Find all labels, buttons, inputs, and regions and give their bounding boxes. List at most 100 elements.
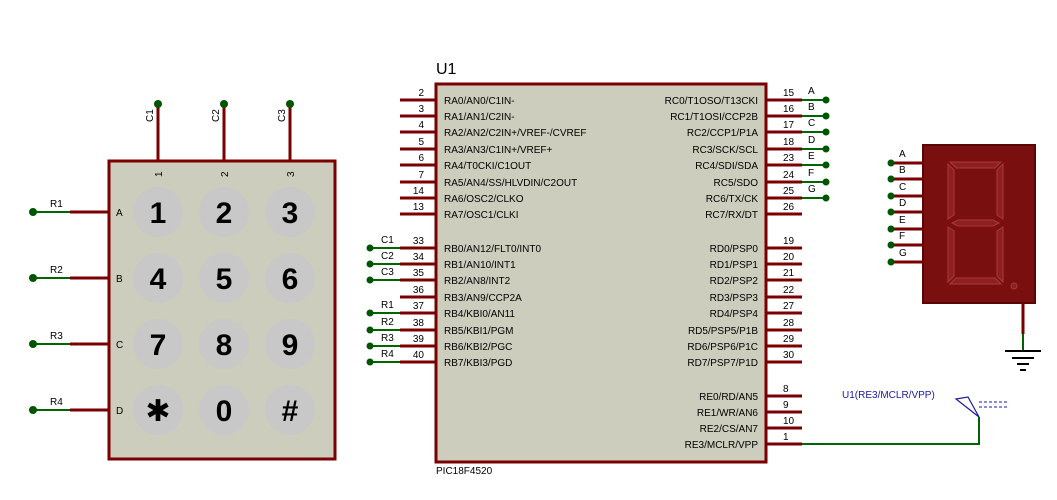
display-terminal-a[interactable] bbox=[887, 159, 895, 167]
key-0-cap[interactable] bbox=[199, 385, 249, 435]
display-label-f: F bbox=[899, 231, 905, 242]
mclr-wire bbox=[802, 417, 980, 445]
mcu-pinlabel-rd7: RD7/PSP7/P1D bbox=[687, 358, 758, 369]
key-3-cap[interactable] bbox=[265, 187, 315, 237]
key-star-cap[interactable] bbox=[133, 385, 183, 435]
net-terminal-c2[interactable] bbox=[366, 260, 374, 268]
net-label-c1: C1 bbox=[381, 235, 394, 246]
key-3[interactable]: 3 bbox=[265, 187, 315, 237]
key-star[interactable]: ✱ bbox=[133, 385, 183, 435]
key-6[interactable]: 6 bbox=[265, 253, 315, 303]
key-1-cap[interactable] bbox=[133, 187, 183, 237]
mcu-part-number: PIC18F4520 bbox=[436, 466, 493, 477]
key-hash[interactable]: # bbox=[265, 385, 315, 435]
mcu-pinnum-ra5: 7 bbox=[418, 170, 424, 181]
segment-f bbox=[947, 162, 955, 220]
display-pins: A B C D E F G bbox=[887, 149, 923, 266]
mclr-terminal-symbol[interactable] bbox=[954, 396, 980, 418]
display-label-e: E bbox=[899, 215, 906, 226]
keypad-col3-terminal[interactable] bbox=[286, 100, 294, 108]
key-9-cap[interactable] bbox=[265, 319, 315, 369]
key-7[interactable]: 7 bbox=[133, 319, 183, 369]
net-terminal-f[interactable] bbox=[822, 178, 830, 186]
display-terminal-g[interactable] bbox=[887, 258, 895, 266]
net-terminal-r1[interactable] bbox=[366, 309, 374, 317]
mcu-pinlabel-ra6: RA6/OSC2/CLKO bbox=[444, 194, 524, 205]
keypad-row2-terminal[interactable] bbox=[29, 274, 37, 282]
keypad-row4-letter: D bbox=[116, 406, 123, 417]
key-4-cap[interactable] bbox=[133, 253, 183, 303]
net-terminal-a[interactable] bbox=[822, 96, 830, 104]
key-5-label: 5 bbox=[216, 263, 233, 296]
net-terminal-r2[interactable] bbox=[366, 326, 374, 334]
display-terminal-d[interactable] bbox=[887, 208, 895, 216]
mcu-pinnum-ra1: 3 bbox=[418, 104, 424, 115]
key-2-cap[interactable] bbox=[199, 187, 249, 237]
display-terminal-f[interactable] bbox=[887, 241, 895, 249]
net-label-d: D bbox=[808, 135, 815, 146]
net-terminal-c[interactable] bbox=[822, 128, 830, 136]
net-terminal-g[interactable] bbox=[822, 194, 830, 202]
segment-dp bbox=[1010, 282, 1018, 290]
mcu-pinnum-ra4: 6 bbox=[418, 153, 424, 164]
key-5[interactable]: 5 bbox=[199, 253, 249, 303]
key-2-label: 2 bbox=[216, 197, 233, 230]
mcu-pinnum-rc3: 18 bbox=[783, 137, 795, 148]
keypad-row1-letter: A bbox=[116, 208, 123, 219]
key-8-label: 8 bbox=[216, 329, 233, 362]
net-terminal-d[interactable] bbox=[822, 145, 830, 153]
mcu-body[interactable] bbox=[434, 82, 768, 464]
mcu-pinnum-rd6: 29 bbox=[783, 334, 795, 345]
net-terminal-c1[interactable] bbox=[366, 244, 374, 252]
mcu-pinnum-rd5: 28 bbox=[783, 318, 795, 329]
seven-segment-display: A B C D E F G bbox=[887, 144, 1041, 371]
keypad-col3-label: C3 bbox=[277, 109, 288, 122]
keypad-keys: 1 2 3 4 5 6 7 8 9 ✱ 0 # bbox=[133, 187, 315, 435]
key-4[interactable]: 4 bbox=[133, 253, 183, 303]
mcu-pinlabel-rd5: RD5/PSP5/P1B bbox=[688, 326, 758, 337]
keypad-row3-terminal[interactable] bbox=[29, 340, 37, 348]
mcu-pinlabel-rc5: RC5/SDO bbox=[714, 178, 759, 189]
display-terminal-c[interactable] bbox=[887, 192, 895, 200]
keypad-col1-terminal[interactable] bbox=[154, 100, 162, 108]
key-hash-cap[interactable] bbox=[265, 385, 315, 435]
mcu-pinnum-ra2: 4 bbox=[418, 120, 424, 131]
net-terminal-c3[interactable] bbox=[366, 276, 374, 284]
key-6-cap[interactable] bbox=[265, 253, 315, 303]
keypad-row3-letter: C bbox=[116, 340, 123, 351]
mcu-pinnum-rc2: 17 bbox=[783, 120, 795, 131]
mcu-reference: U1 bbox=[436, 61, 457, 78]
key-9[interactable]: 9 bbox=[265, 319, 315, 369]
keypad-col2-terminal[interactable] bbox=[220, 100, 228, 108]
key-7-cap[interactable] bbox=[133, 319, 183, 369]
display-terminal-b[interactable] bbox=[887, 175, 895, 183]
keypad-row1-terminal[interactable] bbox=[29, 208, 37, 216]
key-1[interactable]: 1 bbox=[133, 187, 183, 237]
mcu-pinlabel-re3: RE3/MCLR/VPP bbox=[685, 440, 759, 451]
mcu-pinlabel-rb2: RB2/AN8/INT2 bbox=[444, 276, 511, 287]
mcu-pinnum-rd0: 19 bbox=[783, 236, 795, 247]
net-label-c3: C3 bbox=[381, 267, 394, 278]
net-terminal-b[interactable] bbox=[822, 112, 830, 120]
keypad-row4-terminal[interactable] bbox=[29, 406, 37, 414]
portc-nets: A B C D E F G bbox=[802, 86, 830, 202]
key-5-cap[interactable] bbox=[199, 253, 249, 303]
mcu-pinlabel-rb3: RB3/AN9/CCP2A bbox=[444, 293, 522, 304]
net-terminal-e[interactable] bbox=[822, 161, 830, 169]
keypad-row1-label: R1 bbox=[50, 199, 63, 210]
keypad-col3-pinnum: 3 bbox=[286, 171, 297, 177]
key-8[interactable]: 8 bbox=[199, 319, 249, 369]
portb-nets: C1 C2 C3 R1 R2 R3 R4 bbox=[366, 235, 400, 366]
key-8-cap[interactable] bbox=[199, 319, 249, 369]
mcu-pinnum-re0: 8 bbox=[783, 384, 789, 395]
net-terminal-r4[interactable] bbox=[366, 358, 374, 366]
key-2[interactable]: 2 bbox=[199, 187, 249, 237]
key-9-label: 9 bbox=[282, 329, 299, 362]
keypad-col1-pinnum: 1 bbox=[154, 171, 165, 177]
mcu-pinlabel-rc0: RC0/T1OSO/T13CKI bbox=[665, 96, 758, 107]
display-terminal-e[interactable] bbox=[887, 225, 895, 233]
key-0[interactable]: 0 bbox=[199, 385, 249, 435]
net-terminal-r3[interactable] bbox=[366, 342, 374, 350]
mcu-pinlabel-ra3: RA3/AN3/C1IN+/VREF+ bbox=[444, 145, 553, 156]
segment-g bbox=[950, 219, 1001, 227]
